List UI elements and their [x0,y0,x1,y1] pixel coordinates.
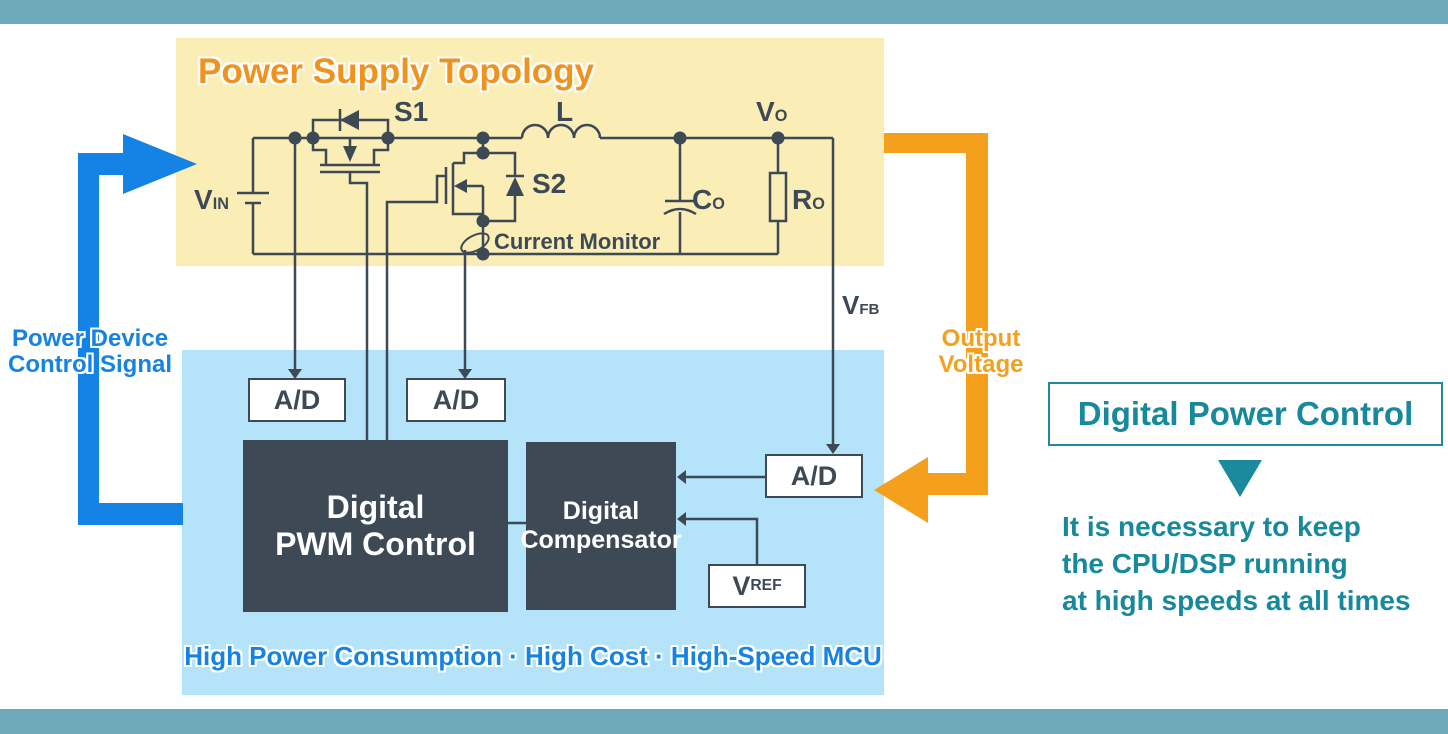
pwm-label-line1: Digital [326,489,425,526]
s1-label: S1 [394,96,429,127]
vfb-arrowhead [826,444,840,454]
s2-diode-triangle [506,177,524,196]
s1-arrow [343,146,357,162]
output-voltage-label: Output Voltage [938,325,1024,378]
node-dots [288,131,785,261]
ad-to-compensator-arrowhead [677,470,686,484]
vref-to-compensator-line [686,517,759,564]
ro-label: RO [792,184,825,215]
vin-label: VIN [194,184,229,215]
current-monitor-arrowhead [458,369,472,379]
co-label: CO [692,184,725,215]
s2-label: S2 [532,168,567,199]
vref-to-compensator-arrowhead [677,512,686,526]
compensator-label-line2: Compensator [520,526,682,554]
current-monitor-label: Current Monitor [494,229,661,254]
side-panel-description: It is necessary to keep the CPU/DSP runn… [1062,508,1411,619]
inductor-label: L [556,96,574,127]
resistor-symbol [768,171,788,223]
output-voltage-arrow [874,133,988,523]
ad-converter-mid: A/D [406,378,506,422]
battery-symbol [237,138,269,254]
s2-gate-trace [385,174,446,441]
side-panel-pointer-triangle [1218,460,1262,497]
ad-converter-right: A/D [765,454,863,498]
inductor-symbol [520,123,602,139]
vin-sense-arrowhead [288,369,302,379]
controller-footer-text: High Power Consumption · High Cost · Hig… [184,641,882,671]
bottom-frame-bar [0,709,1448,734]
vfb-label: VFB [842,290,880,320]
power-device-control-signal-label: Power Device Control Signal [8,325,172,378]
s2-arrow [454,179,467,193]
s2-diode-branch [483,151,524,223]
capacitor-symbol [663,138,697,254]
digital-power-control-heading: Digital Power Control [1048,382,1443,446]
top-frame-bar [0,0,1448,24]
compensator-label-line1: Digital [562,497,640,526]
description-line3: at high speeds at all times [1062,585,1411,616]
s2-mosfet [444,138,485,254]
power-device-control-signal-arrow [78,134,197,525]
digital-pwm-control-block: Digital PWM Control [243,440,508,612]
s1-mosfet [311,138,390,174]
ad-converter-left: A/D [248,378,346,422]
topology-title: Power Supply Topology [198,52,595,91]
description-line2: the CPU/DSP running [1062,548,1348,579]
vo-label: VO [756,96,788,127]
description-line1: It is necessary to keep [1062,511,1361,542]
s1-gate-trace [348,172,369,441]
pwm-label-line2: PWM Control [275,526,476,562]
s1-diode-triangle [340,110,359,130]
digital-compensator-block: Digital Compensator [520,442,682,610]
